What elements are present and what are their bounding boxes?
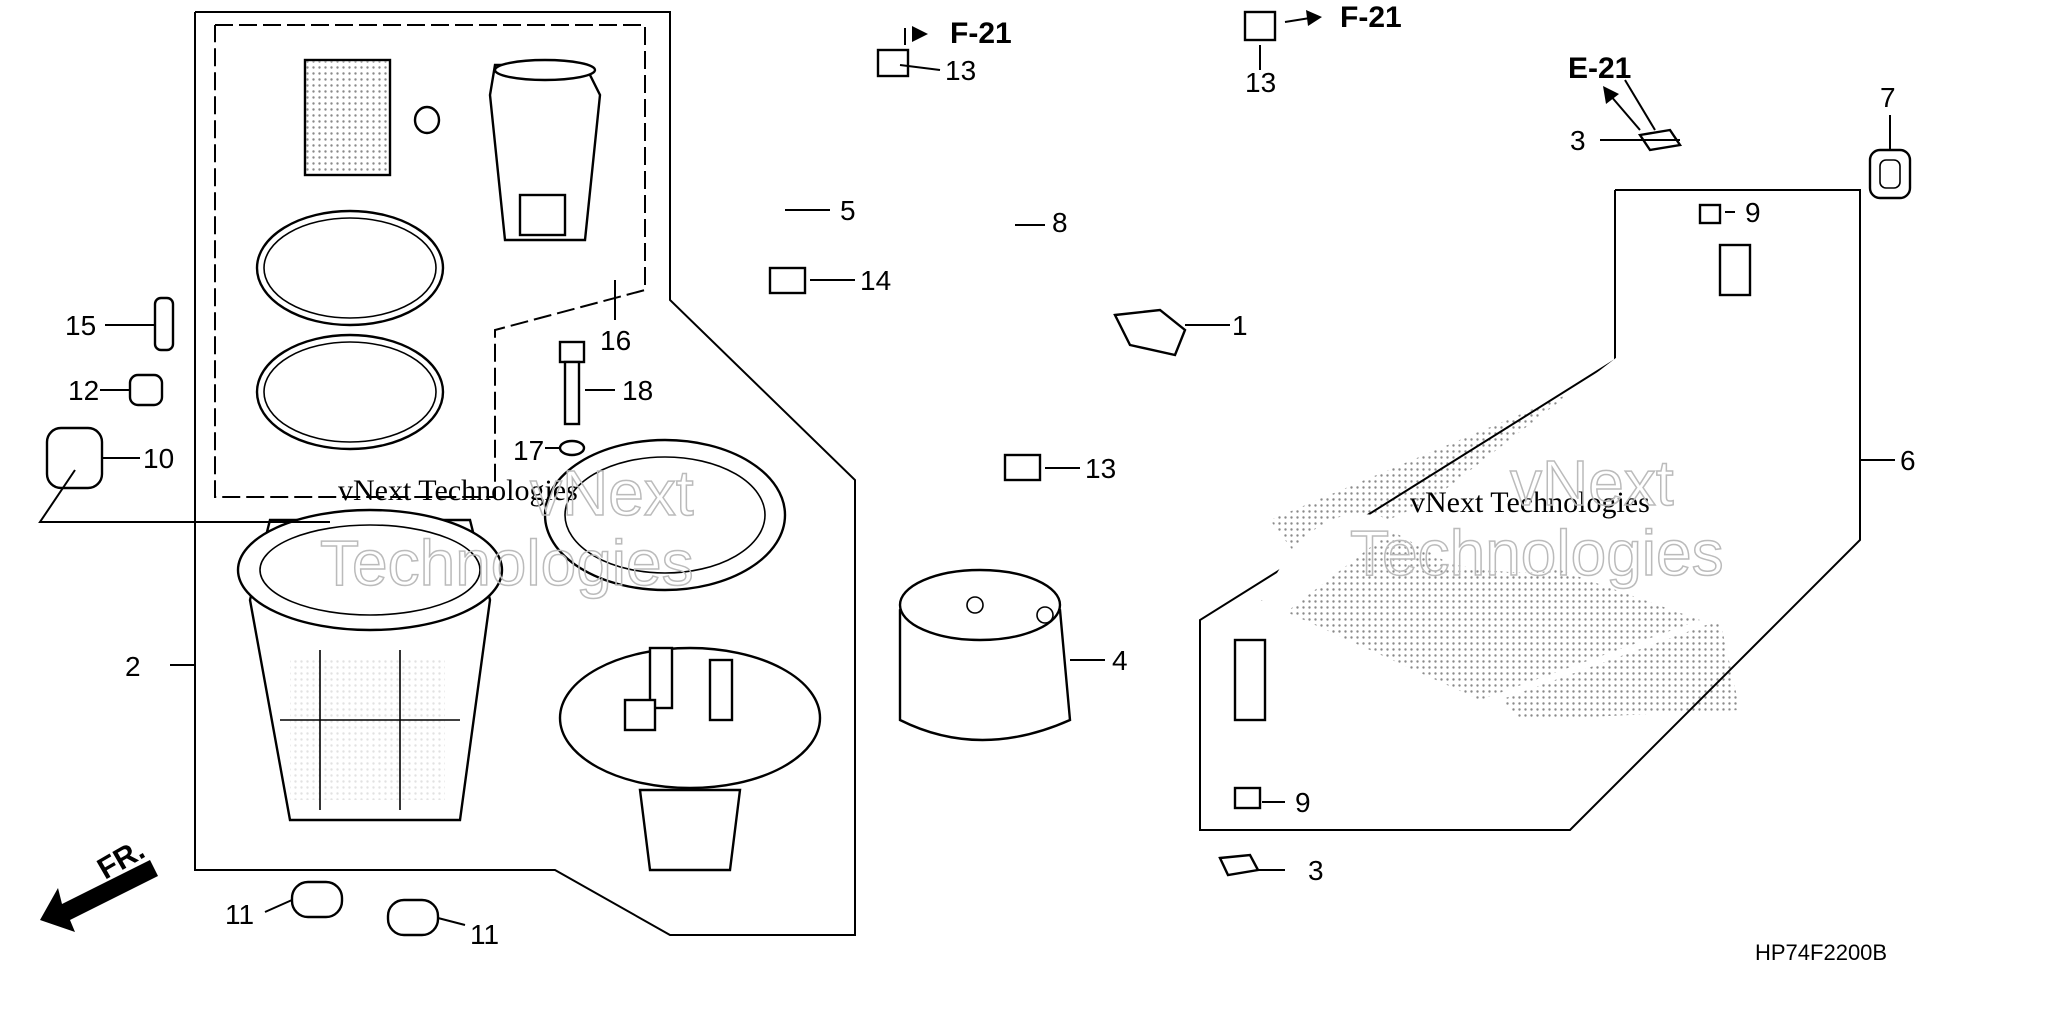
ref-f21-right: F-21 — [1340, 1, 1402, 34]
callout-6: 6 — [1900, 445, 1916, 476]
callout-13-mid: 13 — [1085, 453, 1116, 484]
callout-5: 5 — [840, 195, 856, 226]
bolt-and-washer — [558, 340, 586, 457]
pump-assembly-frame — [194, 11, 856, 936]
o-ring-large-bottom — [255, 333, 445, 451]
o-ring-large-top — [255, 209, 445, 327]
drawing-code: HP74F2200B — [1755, 940, 1887, 965]
ref-f21-left: F-21 — [950, 17, 1012, 50]
retainer-9-bottom — [1233, 786, 1262, 810]
mount-hardware — [45, 296, 175, 490]
pump-gasket — [543, 438, 787, 592]
callout-10: 10 — [143, 443, 174, 474]
callout-12: 12 — [68, 375, 99, 406]
clamp-13-top-right — [1243, 10, 1277, 42]
callout-11-left: 11 — [225, 899, 254, 930]
clamp-14 — [768, 266, 807, 295]
connector-lower — [1233, 638, 1267, 722]
watermark-brand-word-1-left: vNext — [530, 457, 694, 529]
callout-2: 2 — [125, 651, 141, 682]
grommet-7 — [1868, 148, 1912, 200]
watermark-brand-word-1-right: vNext — [1510, 447, 1674, 519]
callout-3-bottom: 3 — [1308, 855, 1324, 886]
callout-9-bottom: 9 — [1295, 787, 1311, 818]
pump-flange-assembly — [558, 646, 822, 872]
bushing-10 — [45, 426, 104, 490]
callout-15: 15 — [65, 310, 96, 341]
connector-upper — [1718, 243, 1752, 297]
clamp-1 — [1113, 308, 1187, 357]
callout-1: 1 — [1232, 310, 1248, 341]
watermark-company-right: vNext Technologies — [1410, 486, 1650, 519]
callout-7: 7 — [1880, 82, 1896, 113]
watermark-brand-word-2-right: Technologies — [1350, 517, 1724, 589]
small-o-ring — [413, 105, 441, 135]
front-arrow-icon — [40, 860, 158, 932]
retainer-9-top — [1698, 203, 1722, 225]
bolt-15 — [153, 296, 175, 352]
callout-11-right: 11 — [470, 919, 499, 950]
clip-3-bottom — [1218, 853, 1260, 877]
callout-9-top: 9 — [1745, 197, 1761, 228]
seal-kit-group — [255, 58, 602, 451]
hose-5 — [768, 48, 910, 295]
hose-8 — [1003, 10, 1277, 482]
callout-13-top-left: 13 — [945, 55, 976, 86]
callout-4: 4 — [1112, 645, 1128, 676]
callout-13-top-right: 13 — [1245, 67, 1276, 98]
leader-lines — [38, 45, 1895, 926]
fuel-line-assembly — [1199, 128, 1861, 877]
callout-8: 8 — [1052, 207, 1068, 238]
text-watermarks: vNext Technologies vNext Technologies vN… — [319, 446, 1724, 600]
clamp-13-mid — [1003, 453, 1042, 482]
callout-3-top: 3 — [1570, 125, 1586, 156]
callout-17: 17 — [513, 435, 544, 466]
watermark-brand-word-2-left: Technologies — [320, 527, 694, 599]
callout-18: 18 — [622, 375, 653, 406]
reference-arrows — [40, 10, 1641, 932]
collar-12 — [128, 373, 164, 407]
callouts: 1 2 3 3 4 5 6 7 8 9 9 10 11 11 12 13 13 … — [65, 55, 1916, 950]
callout-14: 14 — [860, 265, 891, 296]
grommets — [290, 880, 440, 937]
callout-16: 16 — [600, 325, 631, 356]
ref-e21: E-21 — [1568, 52, 1631, 85]
fuel-pump-unit — [236, 508, 504, 822]
strainer-cup — [898, 568, 1072, 742]
watermark-company-left: vNext Technologies — [338, 474, 578, 507]
clamp-13-top-left — [876, 48, 910, 78]
